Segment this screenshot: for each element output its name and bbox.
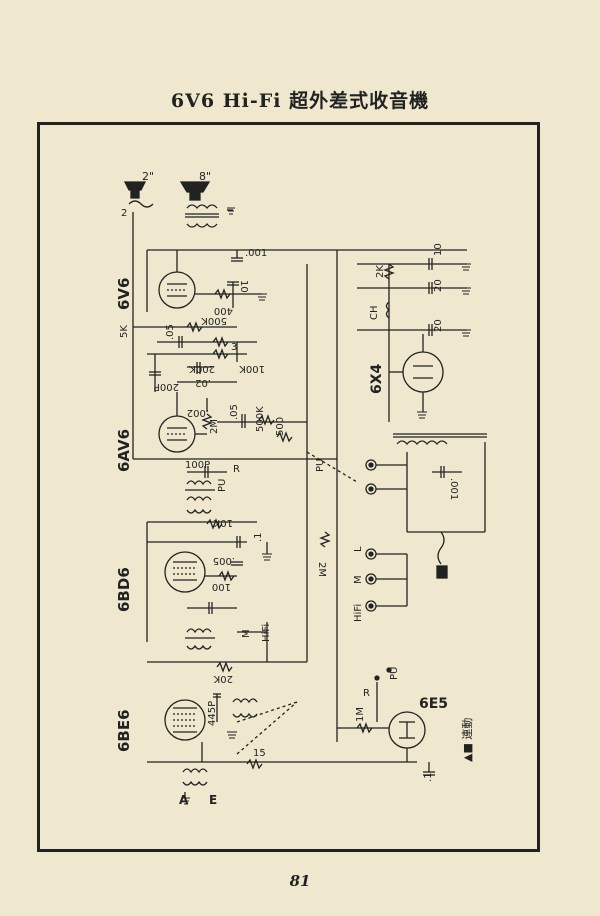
tube-label-6av6: 6AV6 — [115, 429, 133, 472]
cap-100p-label: 100P — [185, 460, 210, 471]
res-400-label: 400 — [214, 305, 233, 316]
tube-6e5 — [388, 711, 426, 749]
page-number: 81 — [289, 872, 311, 890]
cap-001-top-label: .001 — [245, 248, 267, 259]
tube-label-6bd6: 6BD6 — [115, 567, 133, 612]
cap-1-b-label: .1 — [423, 772, 434, 782]
page-title: 6V6 Hi-Fi 超外差式收音機 — [170, 90, 430, 112]
tube-6v6 — [158, 250, 196, 309]
cap-10-a-label: 10 — [433, 243, 444, 256]
schematic-frame — [37, 122, 540, 852]
if-transformer-1 — [185, 628, 215, 650]
tube-6av6 — [158, 392, 196, 453]
switch-m2-label: M — [353, 575, 364, 584]
switch-pu3-label: PU — [389, 667, 400, 680]
cap-002-label: .002 — [187, 407, 209, 418]
switch-pu2-label: PU — [315, 459, 326, 472]
schematic-diagram: 2" 8" 2 .001 6V6 6AV6 6BD6 6BE6 6X4 6E5 … — [115, 170, 487, 807]
tube-label-6e5: 6E5 — [419, 696, 448, 712]
switch-r1-label: R — [233, 464, 240, 475]
switch-hifi2-label: HiFi — [353, 604, 364, 622]
tube-6be6 — [164, 699, 206, 741]
res-15-label: 15 — [253, 748, 266, 759]
tube-label-6x4: 6X4 — [369, 363, 385, 394]
tube-label-6v6: 6V6 — [115, 278, 133, 310]
cap-05-label: .05 — [165, 324, 176, 340]
cap-2-label: 2 — [121, 208, 127, 219]
cap-20-b-label: 20 — [433, 319, 444, 332]
res-500k-b-label: 500K — [255, 406, 266, 432]
res-2m-a-label: 2M — [209, 419, 220, 434]
res-2k-label: 2K — [375, 265, 386, 278]
cap-10-cathode-label: 10 — [238, 280, 249, 293]
tube-label-6be6: 6BE6 — [115, 709, 133, 752]
res-5k-label: 5K — [119, 325, 130, 338]
switch-pu1-label: PU — [217, 479, 228, 492]
choke-label: CH — [369, 305, 380, 320]
res-100-label: 100 — [212, 581, 231, 592]
switch-l-label: L — [353, 546, 364, 552]
cap-05-b-label: .05 — [229, 404, 240, 420]
cap-005-label: .005 — [213, 555, 235, 566]
res-1m-label: 1M — [355, 707, 366, 722]
cap-20-a-label: 20 — [433, 279, 444, 292]
switch-r2-label: R — [363, 688, 370, 699]
cap-445p-label: 445P — [207, 701, 218, 726]
speaker-small-label: 2" — [142, 170, 154, 183]
terminal-a-label: A — [179, 793, 189, 807]
cap-1-label: .1 — [253, 532, 264, 542]
output-transformer — [185, 204, 233, 228]
res-100k-label: 100K — [239, 363, 265, 374]
res-500k-label: 500K — [201, 315, 227, 326]
speaker-large — [179, 181, 211, 201]
cap-200p-label: 200P — [154, 381, 179, 392]
res-500-label: 500 — [275, 417, 286, 436]
res-200k-label: 200K — [189, 363, 215, 374]
speaker-large-label: 8" — [199, 170, 211, 183]
power-transformer — [393, 433, 487, 533]
switch-hifi1-label: HiFi — [261, 624, 272, 642]
res-10k-label: 10K — [213, 517, 233, 528]
tube-6bd6 — [164, 551, 206, 593]
tube-6x4 — [402, 334, 444, 393]
cap-3-label: 3 — [231, 342, 237, 353]
switch-m1-label: M — [241, 629, 252, 638]
cap-02-label: .02 — [195, 377, 211, 388]
res-20k-label: 20K — [213, 673, 233, 684]
legend-ganged: ▲■ 連動 — [460, 718, 474, 762]
res-2m-b-label: 2M — [316, 562, 327, 577]
if-transformer-2 — [185, 480, 215, 514]
cap-001-right-label: .001 — [448, 478, 459, 500]
speaker-small — [123, 181, 154, 208]
terminal-e-label: E — [209, 793, 217, 807]
